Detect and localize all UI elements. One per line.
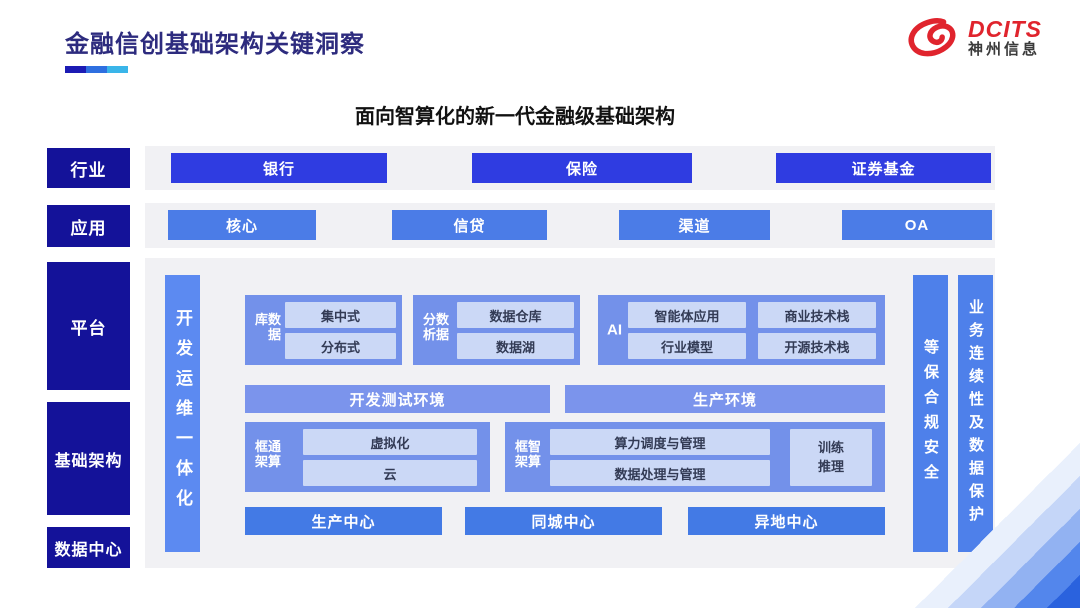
general-framework-item-virtualization: 虚拟化 (303, 429, 477, 455)
page-title: 金融信创基础架构关键洞察 (65, 31, 365, 58)
application-pill-core: 核心 (168, 210, 316, 240)
platform-panel: 开发运维一体化 数据库 集中式 分布式 数据分析 数据仓库 数据湖 AI 智能体… (145, 258, 995, 568)
industry-pill-securities: 证券基金 (776, 153, 991, 183)
application-pill-oa: OA (842, 210, 992, 240)
underline-segment-light (107, 66, 128, 73)
intelligent-framework-item-scheduling: 算力调度与管理 (550, 429, 770, 455)
analytics-group-label: 数据分析 (421, 312, 449, 343)
logo-brand-text: DCITS (968, 16, 1042, 43)
side-label-datacenter: 数据中心 (47, 527, 130, 568)
side-label-application: 应用 (47, 205, 130, 247)
ai-item-opensource-stack: 开源技术栈 (758, 333, 876, 359)
underline-segment-dark (65, 66, 86, 73)
dcits-swirl-icon (908, 18, 956, 57)
business-continuity-bar: 业务连续性及数据保护 (958, 275, 993, 552)
database-group: 数据库 集中式 分布式 (245, 295, 402, 365)
underline-segment-medium (86, 66, 107, 73)
side-label-infrastructure: 基础架构 (47, 402, 130, 515)
industry-pill-bank: 银行 (171, 153, 387, 183)
analytics-item-lake: 数据湖 (457, 333, 574, 359)
general-framework-item-cloud: 云 (303, 460, 477, 486)
industry-row: 银行 保险 证券基金 (145, 146, 995, 190)
database-item-distributed: 分布式 (285, 333, 396, 359)
ai-item-industry-models: 行业模型 (628, 333, 746, 359)
security-compliance-bar: 等保合规安全 (913, 275, 948, 552)
database-group-label: 数据库 (253, 312, 281, 343)
company-logo: DCITS 神州信息 (904, 16, 1042, 60)
center-production: 生产中心 (245, 507, 442, 535)
center-remote: 异地中心 (688, 507, 885, 535)
diagram-subtitle: 面向智算化的新一代金融级基础架构 (355, 106, 675, 128)
side-label-industry: 行业 (47, 148, 130, 188)
title-underline (65, 66, 128, 73)
intelligent-framework-item-train-infer: 训练 推理 (790, 429, 872, 486)
database-item-centralized: 集中式 (285, 302, 396, 328)
application-pill-credit: 信贷 (392, 210, 547, 240)
general-framework-label: 通算框架 (253, 439, 281, 470)
intelligent-framework-label: 智算框架 (513, 439, 541, 470)
general-framework-group: 通算框架 虚拟化 云 (245, 422, 490, 492)
ai-group: AI 智能体应用 商业技术栈 行业模型 开源技术栈 (598, 295, 885, 365)
devops-bar: 开发运维一体化 (165, 275, 200, 552)
analytics-item-warehouse: 数据仓库 (457, 302, 574, 328)
logo-company-text: 神州信息 (968, 41, 1041, 59)
devops-bar-label: 开发运维一体化 (173, 308, 192, 519)
industry-pill-insurance: 保险 (472, 153, 692, 183)
application-pill-channel: 渠道 (619, 210, 770, 240)
side-label-platform: 平台 (47, 262, 130, 390)
center-same-city: 同城中心 (465, 507, 662, 535)
env-production: 生产环境 (565, 385, 885, 413)
business-continuity-label: 业务连续性及数据保护 (967, 298, 984, 529)
ai-item-agent-apps: 智能体应用 (628, 302, 746, 328)
intelligent-framework-group: 智算框架 算力调度与管理 数据处理与管理 训练 推理 (505, 422, 885, 492)
ai-group-label: AI (607, 321, 622, 339)
intelligent-framework-item-dataprocessing: 数据处理与管理 (550, 460, 770, 486)
security-compliance-label: 等保合规安全 (922, 338, 939, 489)
logo-text-block: DCITS 神州信息 (968, 16, 1042, 59)
analytics-group: 数据分析 数据仓库 数据湖 (413, 295, 580, 365)
env-dev-test: 开发测试环境 (245, 385, 550, 413)
ai-item-commercial-stack: 商业技术栈 (758, 302, 876, 328)
application-row: 核心 信贷 渠道 OA (145, 203, 995, 248)
